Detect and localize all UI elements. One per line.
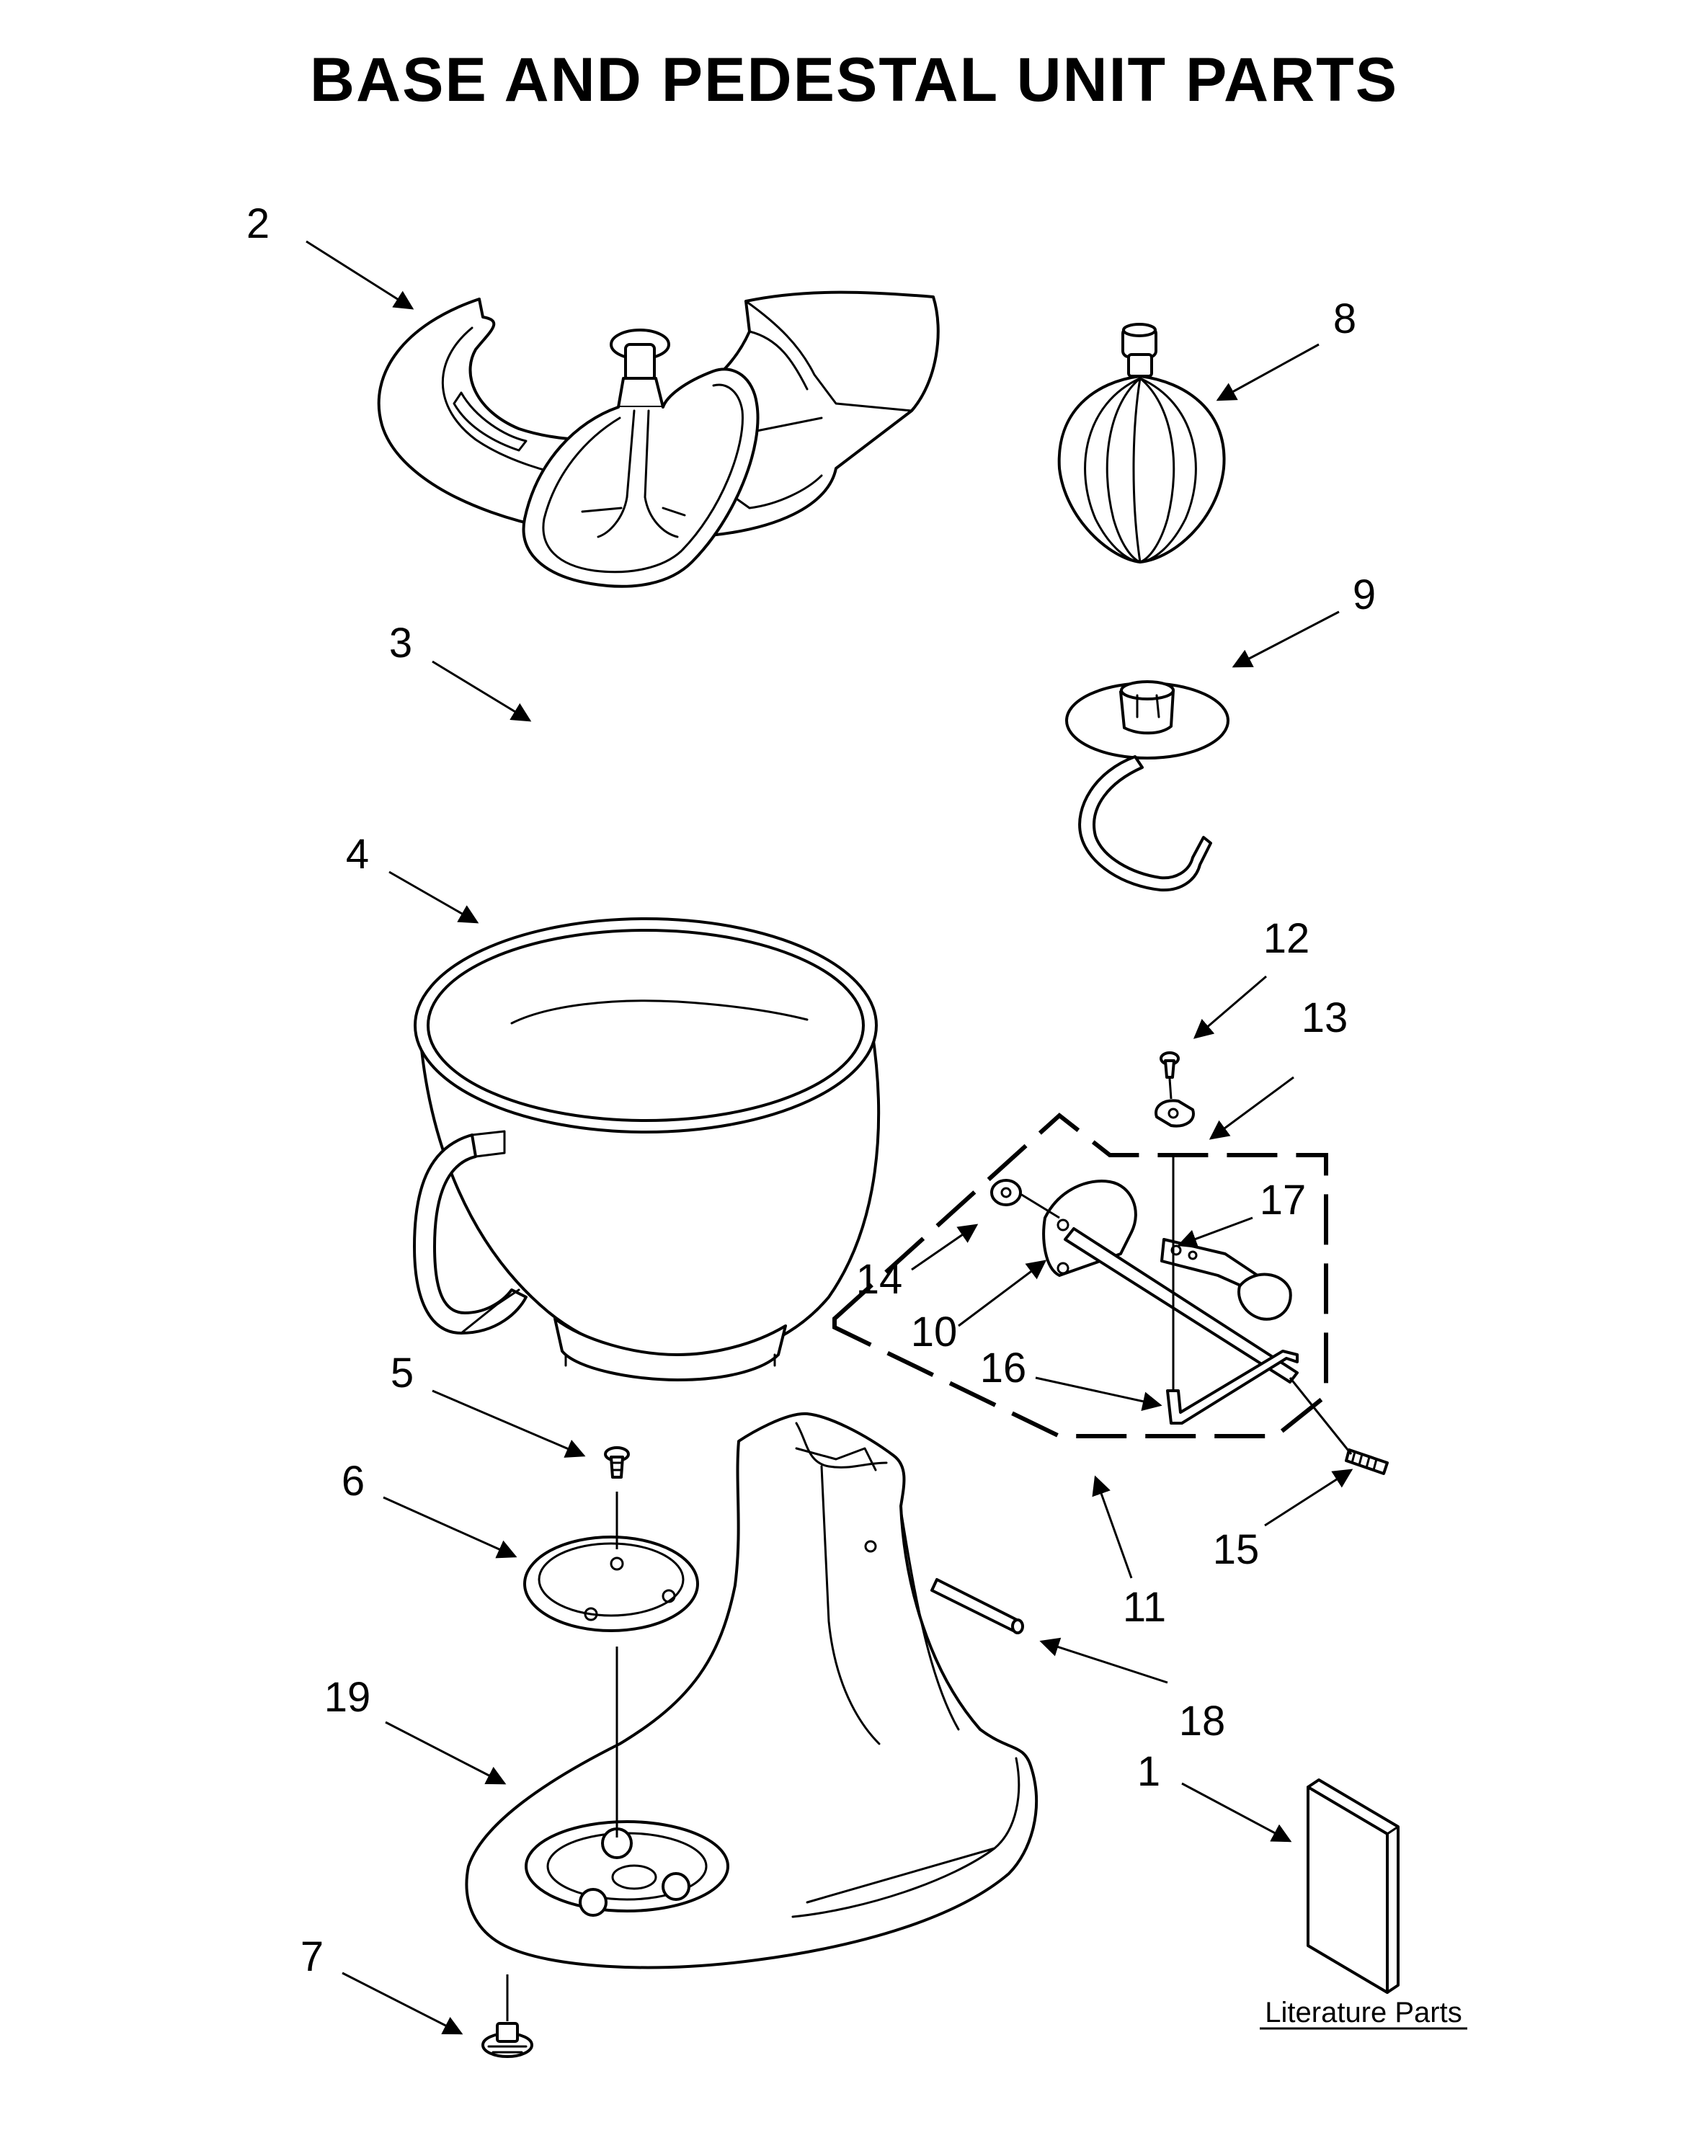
part-14-washer: [990, 1179, 1022, 1206]
literature-parts-label: Literature Parts: [1260, 1997, 1467, 2030]
callout-17: 17: [1260, 1177, 1307, 1224]
callout-13: 13: [1302, 994, 1348, 1041]
literature-parts-text: Literature Parts: [1265, 1997, 1462, 2028]
callout-6: 6: [342, 1458, 365, 1505]
part-15-spring[interactable]: [1345, 1448, 1389, 1475]
part-1-literature[interactable]: [1307, 1778, 1400, 1994]
callout-arrows: [306, 240, 1353, 2035]
part-12-screw[interactable]: [1160, 1051, 1180, 1079]
callout-9: 9: [1353, 571, 1376, 618]
callout-14: 14: [856, 1256, 903, 1303]
part-mixing-bowl[interactable]: [413, 917, 881, 1381]
alignment-lines: [615, 1078, 1353, 1838]
diagram-title: BASE AND PEDESTAL UNIT PARTS: [309, 45, 1399, 115]
part-18-hinge-pin[interactable]: [930, 1578, 1024, 1634]
callout-labels: 2 8 3 9 4 12 13 17 14 10 16 15 11 5 6 18…: [246, 200, 1376, 1980]
part-wire-whip[interactable]: [1057, 323, 1226, 564]
callout-16: 16: [980, 1345, 1027, 1391]
callout-18: 18: [1179, 1698, 1226, 1745]
callout-3: 3: [389, 620, 412, 667]
callout-4: 4: [346, 831, 369, 878]
callout-5: 5: [391, 1350, 414, 1396]
part-13-clip[interactable]: [1155, 1099, 1195, 1128]
callout-11: 11: [1123, 1584, 1166, 1631]
part-bowl-clamp-assembly[interactable]: [832, 1113, 1328, 1438]
callout-10: 10: [911, 1309, 958, 1355]
callout-15: 15: [1213, 1526, 1260, 1573]
callout-1: 1: [1137, 1748, 1160, 1795]
part-16-pin: [1166, 1350, 1299, 1425]
part-17-lever: [1160, 1238, 1292, 1321]
part-dough-hook[interactable]: [1065, 680, 1229, 892]
callout-19: 19: [324, 1674, 371, 1721]
part-7-foot[interactable]: [481, 1974, 533, 2058]
part-pedestal[interactable]: [465, 1412, 1038, 1969]
part-10-bracket: [1042, 1180, 1299, 1384]
callout-12: 12: [1263, 915, 1310, 962]
part-5-screw[interactable]: [604, 1446, 630, 1479]
callout-7: 7: [301, 1933, 324, 1980]
part-flat-beater[interactable]: [522, 329, 760, 588]
part-6-plate[interactable]: [523, 1536, 699, 1632]
callout-8: 8: [1333, 295, 1356, 342]
callout-2: 2: [246, 200, 270, 247]
